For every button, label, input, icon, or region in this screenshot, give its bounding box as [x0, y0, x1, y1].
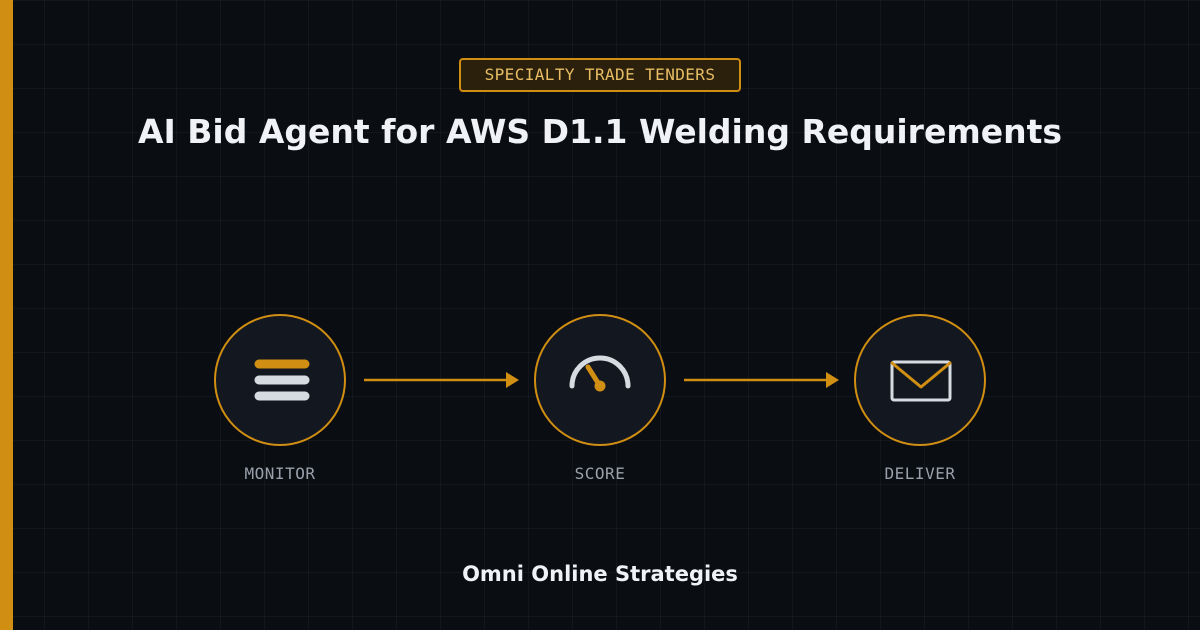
page-title: AI Bid Agent for AWS D1.1 Welding Requir… [137, 112, 1063, 151]
flow-arrow-monitor-to-score [364, 372, 519, 388]
step-label-score: SCORE [574, 464, 626, 483]
category-badge: SPECIALTY TRADE TENDERS [459, 58, 741, 92]
list-icon [254, 359, 310, 401]
flow-arrow-score-to-deliver [684, 372, 839, 388]
gauge-icon [569, 355, 631, 392]
step-deliver [854, 314, 986, 446]
step-monitor [214, 314, 346, 446]
step-label-monitor: MONITOR [244, 464, 316, 483]
left-accent-bar [0, 0, 13, 630]
company-name: Omni Online Strategies [462, 562, 738, 586]
envelope-icon [890, 360, 952, 402]
step-score [534, 314, 666, 446]
step-label-deliver: DELIVER [884, 464, 956, 483]
